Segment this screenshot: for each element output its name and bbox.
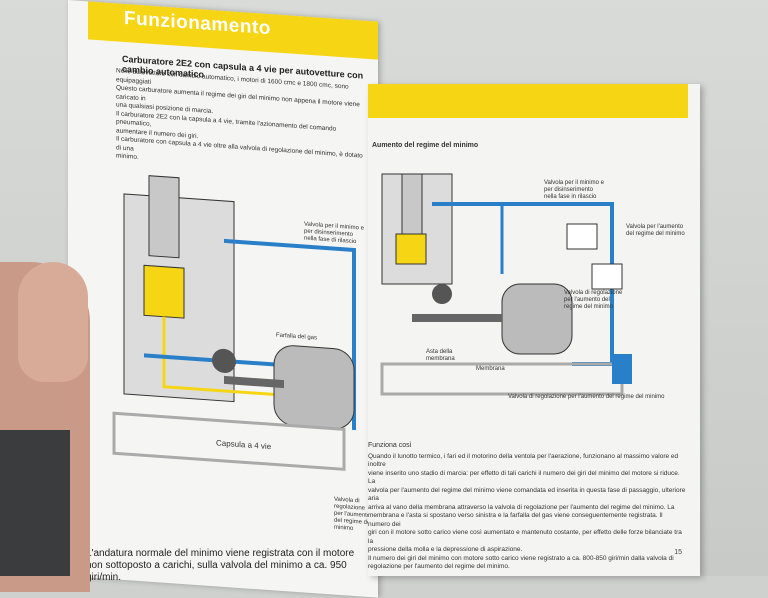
left-page: Funzionamento Carburatore 2E2 con capsul… — [68, 0, 378, 598]
valve-reg-top-label: Valvola per l'aumento del regime del min… — [626, 224, 685, 237]
page-number: 15 — [674, 549, 682, 556]
section-heading: Aumento del regime del minimo — [372, 142, 479, 149]
valve-top-label: Valvola per il minimo e per disinserimen… — [544, 180, 604, 200]
reg-valve-mid-label: Valvola di regolazione per l'aumento del… — [564, 290, 623, 310]
thumb — [18, 262, 88, 382]
sleeve — [0, 430, 70, 576]
explanation-text: Funziona così Quando il lunotto termico,… — [368, 442, 686, 572]
explanation-line: Quando il lunotto termico, i fari ed il … — [368, 452, 679, 469]
explanation-line: regolazione per l'aumento del regime del… — [368, 563, 510, 570]
bottom-note: L'andatura normale del minimo viene regi… — [86, 548, 355, 583]
explanation-heading: Funziona così — [368, 442, 412, 449]
carburetor-diagram-right — [380, 173, 632, 396]
title-bar-right — [368, 84, 688, 118]
explanation-line: viene inserito uno stadio di marcia: per… — [368, 469, 680, 486]
explanation-line: valvola per l'aumento del regime del min… — [368, 486, 686, 503]
valve-label: Valvola per il minimo e per disinserimen… — [304, 221, 364, 246]
explanation-line: Il numero dei giri del minimo con motore… — [368, 554, 674, 562]
carburetor-diagram-left — [112, 175, 356, 471]
rod-label: Asta della membrana — [426, 349, 455, 362]
explanation-line: membrana e l'asta si spostano verso sini… — [368, 512, 663, 528]
explanation-line: pressione della molla e la depressione d… — [368, 546, 523, 553]
right-page: Aumento del regime del minimo Valvola pe… — [368, 84, 700, 576]
membrane-label: Membrana — [476, 366, 505, 372]
explanation-line: arriva al vano della membrana attraverso… — [368, 503, 675, 511]
reg-valve-bottom-label: Valvola di regolazione per l'aumento del… — [508, 394, 665, 400]
explanation-line: giri con il motore sotto carico viene co… — [368, 529, 682, 545]
